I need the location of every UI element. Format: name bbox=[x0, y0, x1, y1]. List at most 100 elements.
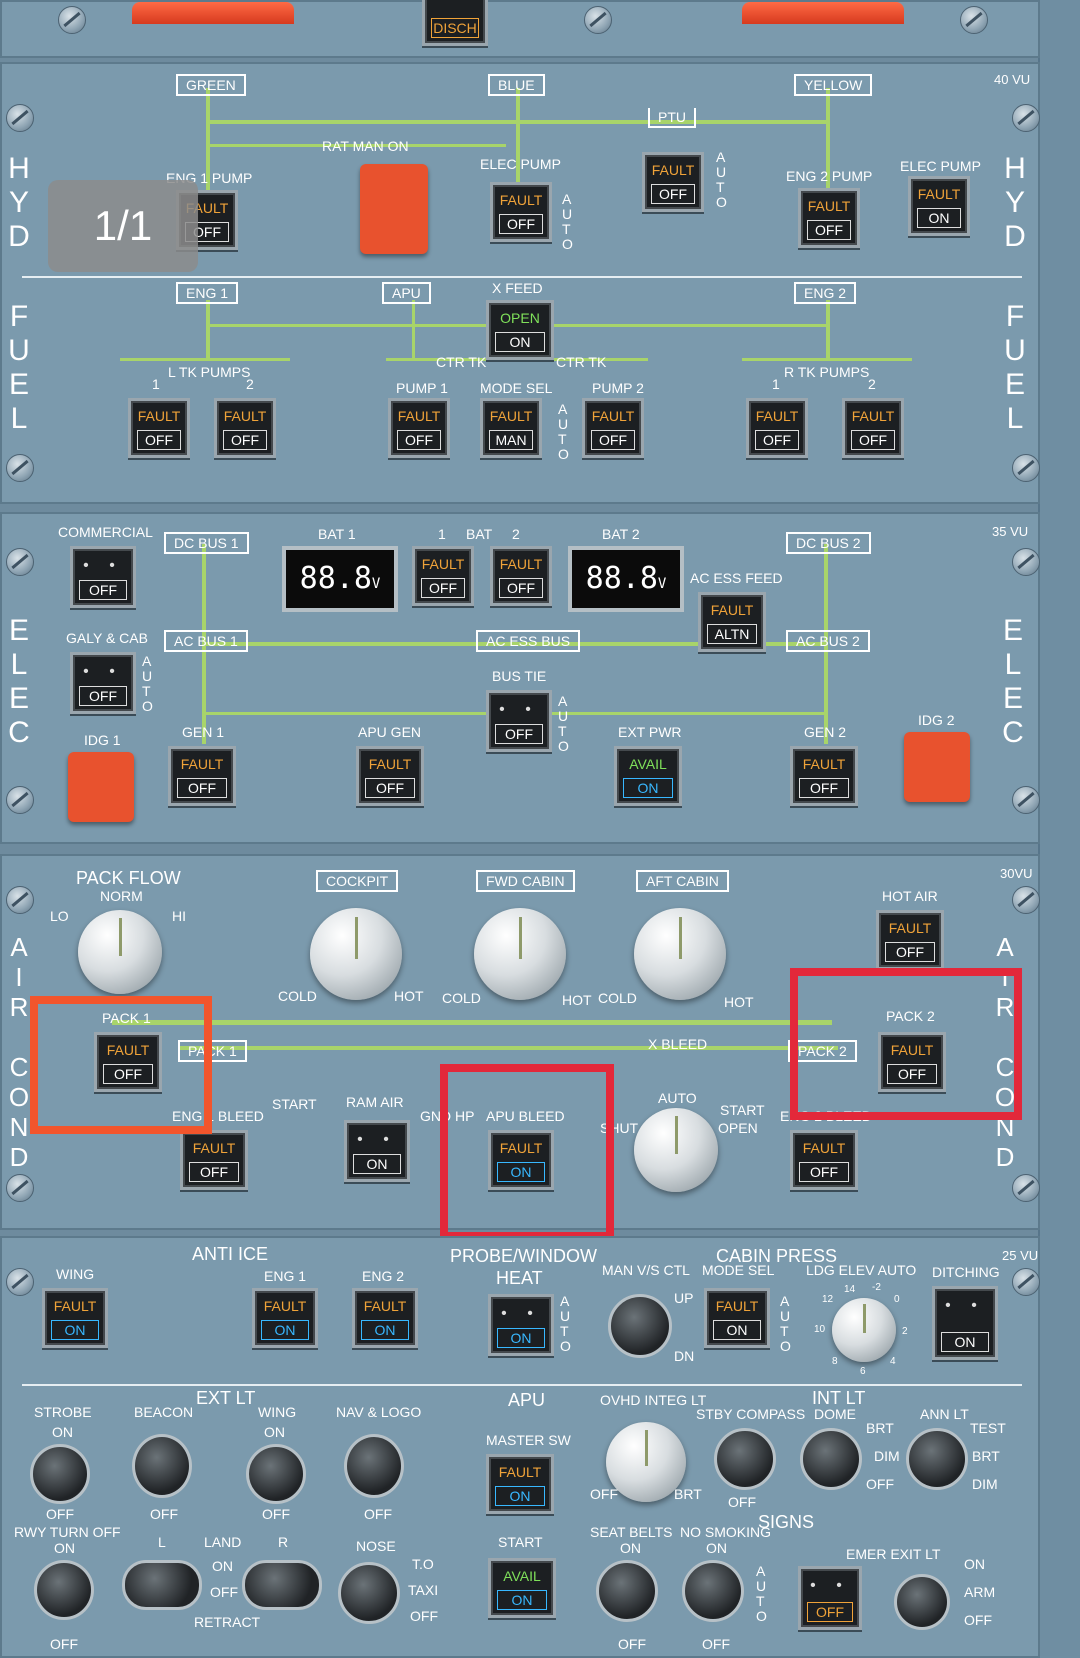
nav-logo-off-label: OFF bbox=[364, 1506, 392, 1522]
fuel-eng2-label: ENG 2 bbox=[794, 282, 857, 304]
fwd-cabin-temp-knob[interactable] bbox=[474, 908, 566, 1000]
cockpit-temp-knob[interactable] bbox=[310, 908, 402, 1000]
screw-icon bbox=[1012, 786, 1040, 814]
idg2-guarded-button[interactable] bbox=[904, 732, 970, 802]
ldg-tick: 10 bbox=[814, 1324, 826, 1335]
galy-cab-button[interactable]: • •OFF bbox=[70, 652, 136, 714]
fire-handle-1[interactable] bbox=[132, 2, 294, 24]
nav-logo-switch[interactable] bbox=[344, 1434, 404, 1498]
dome-brt-label: BRT bbox=[866, 1420, 894, 1436]
start-label-left: START bbox=[272, 1096, 317, 1112]
emer-exit-lt-button[interactable]: • •OFF bbox=[798, 1566, 862, 1630]
ann-lt-brt-label: BRT bbox=[972, 1448, 1000, 1464]
dome-switch[interactable] bbox=[800, 1428, 862, 1490]
rat-man-on-guarded-button[interactable] bbox=[360, 164, 428, 254]
fire-handle-2[interactable] bbox=[742, 2, 904, 24]
aft-cabin-temp-knob[interactable] bbox=[634, 908, 726, 1000]
ldg-tick: 14 bbox=[844, 1284, 856, 1295]
ovhd-off-label: OFF bbox=[590, 1486, 618, 1502]
ann-lt-switch[interactable] bbox=[906, 1428, 968, 1490]
man-vs-ctl-toggle[interactable] bbox=[608, 1294, 672, 1358]
wing-lt-switch[interactable] bbox=[246, 1444, 306, 1504]
idg1-label: IDG 1 bbox=[84, 732, 121, 748]
land-right-switch[interactable] bbox=[242, 1560, 322, 1610]
stby-compass-switch[interactable] bbox=[714, 1428, 776, 1490]
ditching-button[interactable]: • •ON bbox=[932, 1286, 998, 1360]
land-retract-label: RETRACT bbox=[194, 1614, 261, 1630]
pack1-highlight-box bbox=[30, 996, 212, 1134]
emer-exit-off-label: OFF bbox=[964, 1612, 992, 1628]
x-bleed-selector-knob[interactable] bbox=[634, 1108, 718, 1192]
idg1-guarded-button[interactable] bbox=[68, 752, 134, 822]
cold-label: COLD bbox=[278, 988, 317, 1004]
emer-exit-lt-switch[interactable] bbox=[894, 1574, 950, 1630]
land-off-label: OFF bbox=[210, 1584, 238, 1600]
liquid-disch-button[interactable]: DISCH bbox=[422, 0, 488, 46]
ldg-tick: 0 bbox=[894, 1294, 900, 1305]
ldg-tick: 4 bbox=[890, 1356, 896, 1367]
hyd-line bbox=[516, 88, 520, 186]
pack2-highlight-box bbox=[790, 968, 1022, 1120]
top-panel-strip: DISCH bbox=[0, 0, 1040, 58]
pack-flow-knob[interactable] bbox=[78, 910, 162, 994]
rwy-turn-off-on-label: ON bbox=[54, 1540, 75, 1556]
commercial-button[interactable]: • •OFF bbox=[70, 546, 136, 608]
hot-label: HOT bbox=[724, 994, 754, 1010]
bottom-vu-label: 25 VU bbox=[1002, 1248, 1039, 1263]
rwy-turn-off-switch[interactable] bbox=[34, 1560, 94, 1620]
ldg-elev-knob[interactable] bbox=[832, 1298, 896, 1362]
signs-label: SIGNS bbox=[758, 1512, 815, 1532]
ovhd-integ-lt-knob[interactable] bbox=[606, 1422, 686, 1502]
apu-bleed-label: APU BLEED bbox=[486, 1108, 565, 1124]
seat-belts-switch[interactable] bbox=[596, 1560, 658, 1622]
screw-icon bbox=[1012, 104, 1040, 132]
hyd-blue-label: BLUE bbox=[488, 74, 545, 96]
r-pump-1-num: 1 bbox=[772, 376, 780, 392]
rwy-turn-off-label: RWY TURN OFF bbox=[14, 1524, 121, 1540]
probe-window-heat-button[interactable]: • •ON bbox=[488, 1294, 554, 1356]
strobe-switch[interactable] bbox=[30, 1444, 90, 1504]
ram-air-label: RAM AIR bbox=[346, 1094, 404, 1110]
ldg-elev-label: LDG ELEV AUTO bbox=[806, 1262, 917, 1278]
bus-tie-button[interactable]: • •OFF bbox=[486, 690, 552, 752]
ram-air-button[interactable]: • •ON bbox=[344, 1120, 410, 1182]
land-left-switch[interactable] bbox=[122, 1560, 202, 1610]
ctr-tk-label-left: CTR TK bbox=[436, 354, 487, 370]
no-smoking-switch[interactable] bbox=[682, 1560, 744, 1622]
beacon-switch[interactable] bbox=[132, 1434, 192, 1498]
nose-switch[interactable] bbox=[338, 1562, 400, 1624]
